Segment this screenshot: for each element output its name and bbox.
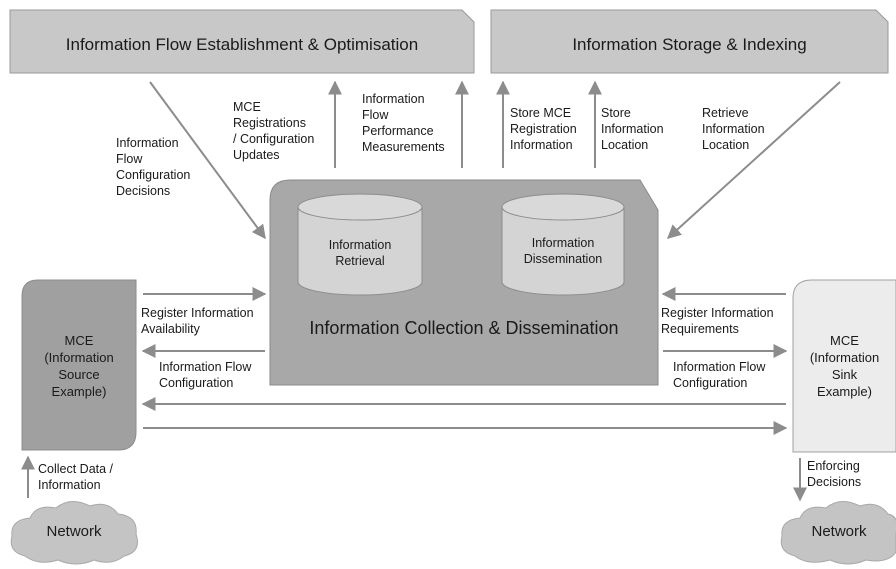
enforcing-decisions-label: Enforcing Decisions <box>807 459 862 489</box>
store-information-location-label: Store Information Location <box>601 106 664 152</box>
storage-indexing-title: Information Storage & Indexing <box>572 35 807 54</box>
flow-performance-label: Information Flow Performance Measurement… <box>362 92 445 154</box>
network-cloud-right <box>780 501 896 565</box>
arrow-retrieve-information-location <box>666 81 841 239</box>
register-requirements-label: Register Information Requirements <box>661 306 774 336</box>
mce-registrations-label: MCE Registrations / Configuration Update… <box>233 100 315 162</box>
mce-source-box <box>21 279 137 451</box>
flow-establishment-title: Information Flow Establishment & Optimis… <box>65 35 419 54</box>
network-cloud-left <box>10 501 138 565</box>
store-mce-registration-label: Store MCE Registration Information <box>510 106 577 152</box>
flow-configuration-right-label: Information Flow Configuration <box>673 360 766 390</box>
collect-data-label: Collect Data / Information <box>38 462 114 492</box>
retrieval-cylinder <box>297 193 423 296</box>
mce-sink-box <box>792 279 896 453</box>
flow-establishment-box <box>9 9 475 74</box>
collection-dissemination-title: Information Collection & Dissemination <box>309 318 619 338</box>
dissemination-cylinder <box>501 193 625 296</box>
retrieve-information-location-label: Retrieve Information Location <box>702 106 765 152</box>
network-label-right: Network <box>811 523 867 540</box>
register-availability-label: Register Information Availability <box>141 306 254 336</box>
storage-indexing-box <box>490 9 889 74</box>
network-label-left: Network <box>46 523 102 540</box>
flow-configuration-left-label: Information Flow Configuration <box>159 360 252 390</box>
arrows <box>21 80 841 502</box>
flow-config-decisions-label: Information Flow Configuration Decisions <box>116 136 191 198</box>
arrow-flow-config-decisions <box>149 81 266 240</box>
